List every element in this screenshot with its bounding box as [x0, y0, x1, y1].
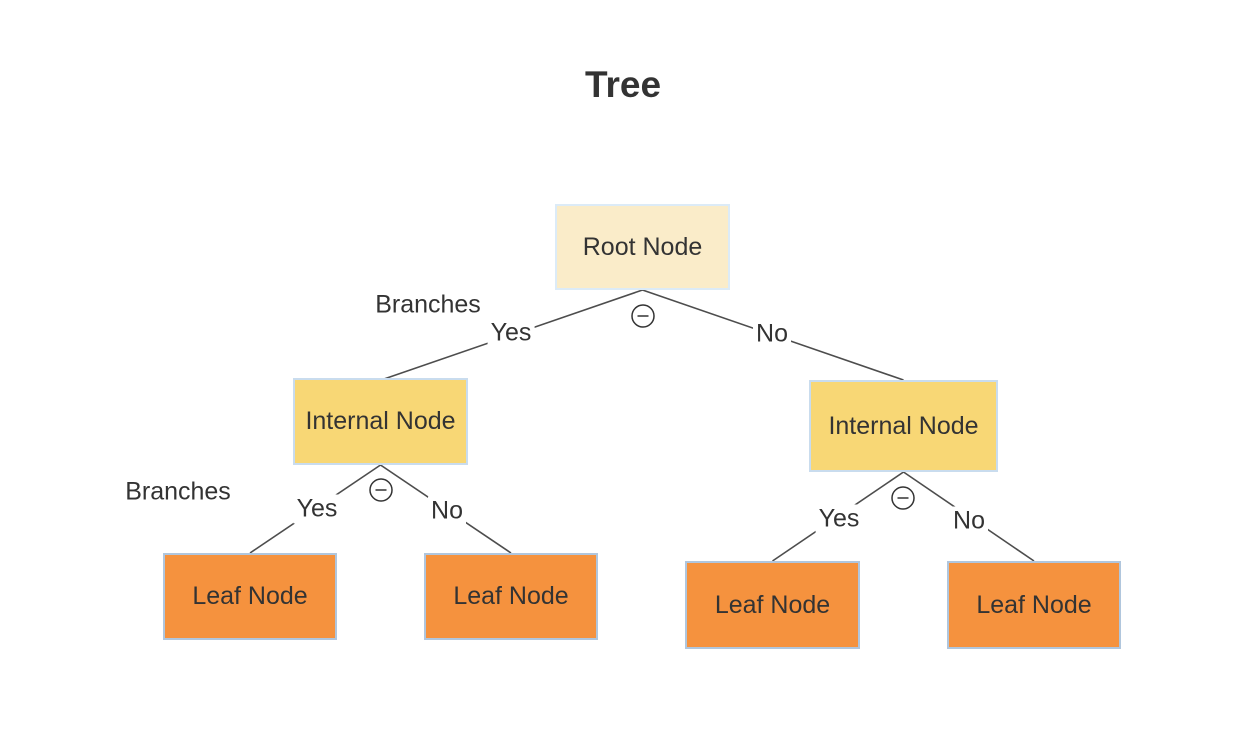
node-leaf-3[interactable]: Leaf Node [685, 561, 860, 649]
collapse-icon-internal-left[interactable] [369, 478, 393, 502]
node-leaf-4-label: Leaf Node [976, 590, 1092, 619]
node-leaf-1-label: Leaf Node [192, 582, 308, 610]
edge-label-no-right: No [950, 506, 988, 536]
diagram-title: Tree [584, 64, 662, 105]
node-internal-left-label: Internal Node [305, 407, 456, 435]
collapse-icon-root[interactable] [631, 304, 655, 328]
edge-label-no-left: No [428, 496, 466, 526]
node-leaf-2[interactable]: Leaf Node [424, 553, 598, 640]
node-leaf-4[interactable]: Leaf Node [947, 561, 1121, 649]
node-leaf-1[interactable]: Leaf Node [163, 553, 337, 640]
edge-label-yes-right: Yes [815, 504, 863, 534]
node-leaf-2-label: Leaf Node [453, 582, 569, 610]
node-root-label: Root Node [582, 232, 703, 261]
node-internal-right-label: Internal Node [828, 411, 979, 440]
edge-label-branches-top: Branches [372, 290, 484, 320]
node-root[interactable]: Root Node [555, 204, 730, 290]
edge-label-yes-top: Yes [487, 318, 535, 348]
node-leaf-3-label: Leaf Node [714, 590, 831, 619]
node-internal-right[interactable]: Internal Node [809, 380, 998, 472]
edge-label-branches-left: Branches [122, 477, 234, 507]
node-internal-left[interactable]: Internal Node [293, 378, 468, 465]
edge-label-yes-left: Yes [293, 494, 341, 524]
edge-label-no-top: No [753, 319, 791, 349]
collapse-icon-internal-right[interactable] [891, 486, 915, 510]
